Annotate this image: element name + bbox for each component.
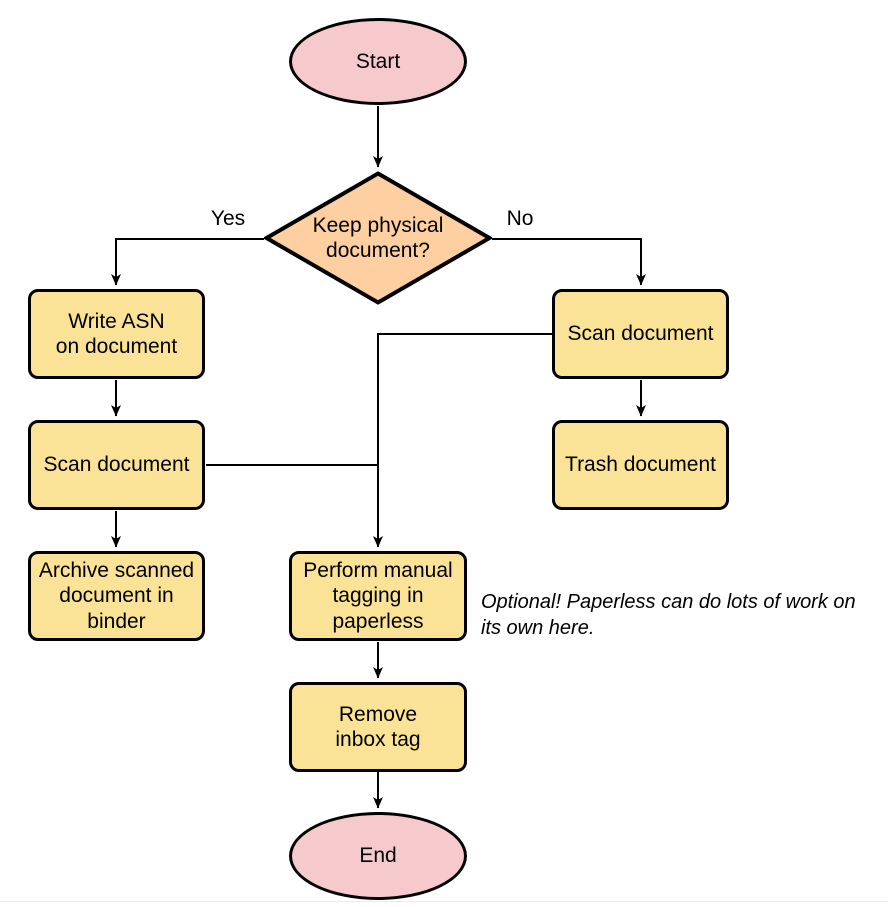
process-node-label: Scan document (43, 453, 190, 477)
end-node-label: End (359, 844, 397, 868)
edge-scan-right-to-tagging (373, 333, 552, 548)
process-node-archive-scanned-document: Archive scanned document in binder (28, 551, 205, 641)
process-node-manual-tagging: Perform manual tagging in paperless (289, 551, 467, 641)
process-node-write-asn: Write ASN on document (28, 289, 205, 379)
process-node-remove-inbox-tag: Remove inbox tag (289, 682, 467, 772)
process-node-scan-document-left: Scan document (28, 420, 205, 510)
process-node-scan-document-right: Scan document (552, 289, 729, 379)
start-node-label: Start (355, 49, 401, 73)
process-node-label: Trash document (565, 453, 716, 477)
process-node-label: Perform manual tagging in paperless (303, 559, 453, 633)
end-node: End (289, 812, 467, 900)
edge-decision-to-scan-right (492, 238, 646, 286)
edge-decision-to-write-asn (111, 238, 264, 286)
bottom-divider-line (0, 901, 888, 902)
optional-annotation-text: Optional! Paperless can do lots of work … (481, 591, 856, 640)
start-node: Start (289, 18, 467, 105)
diamond-shape (264, 171, 492, 305)
process-node-label: Scan document (567, 322, 714, 346)
edge-label-no: No (506, 207, 534, 230)
process-node-label: Archive scanned document in binder (38, 559, 195, 633)
process-node-label: Remove inbox tag (335, 702, 421, 751)
decision-node-label: Keep physical document? (312, 213, 444, 262)
process-node-trash-document: Trash document (552, 420, 729, 510)
decision-node-keep-physical-document: Keep physical document? (264, 171, 492, 305)
process-node-label: Write ASN on document (55, 309, 178, 358)
edge-label-yes: Yes (210, 207, 246, 230)
